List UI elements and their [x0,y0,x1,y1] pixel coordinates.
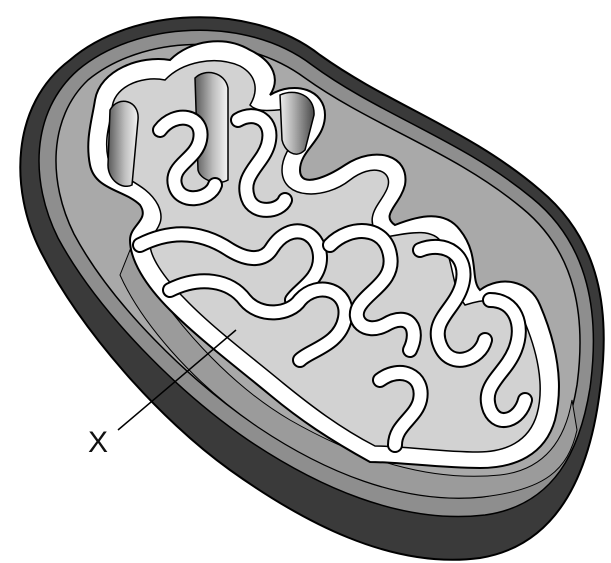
label-x: X [88,426,108,459]
crista-tube-left [108,101,138,186]
